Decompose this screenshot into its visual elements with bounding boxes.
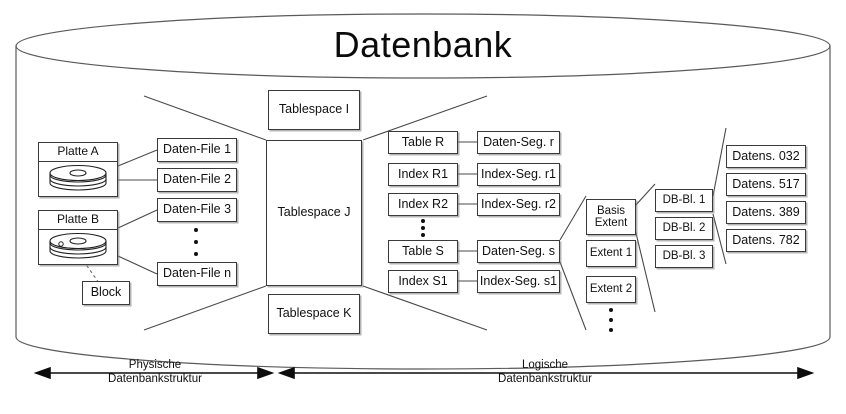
- disk-block[interactable]: Block: [82, 281, 130, 305]
- disk-stack-icon: [49, 164, 107, 191]
- scope-label-physical-line2: Datenbankstruktur: [108, 373, 202, 386]
- scope-label-logical-line2: Datenbankstruktur: [498, 373, 592, 386]
- db-block-2-label: DB-Bl. 2: [662, 222, 706, 235]
- disk-platte-b[interactable]: Platte B: [38, 210, 118, 265]
- extent-2-label: Extent 2: [589, 283, 633, 296]
- segment-index-r2-label: Index-Seg. r2: [480, 196, 557, 211]
- record-782[interactable]: Datens. 782: [726, 229, 806, 252]
- record-032[interactable]: Datens. 032: [726, 145, 806, 168]
- disk-block-label: Block: [90, 285, 122, 300]
- record-389[interactable]: Datens. 389: [726, 201, 806, 224]
- data-file-2-label: Daten-File 2: [162, 172, 232, 187]
- tablespace-k[interactable]: Tablespace K: [268, 294, 360, 334]
- record-517-label: Datens. 517: [732, 176, 800, 191]
- object-table-r-label: Table R: [401, 134, 445, 149]
- object-index-r2[interactable]: Index R2: [388, 193, 458, 216]
- object-table-s-label: Table S: [402, 243, 444, 258]
- scope-label-logical: Logische Datenbankstruktur: [460, 358, 630, 387]
- segment-daten-r-label: Daten-Seg. r: [483, 134, 554, 149]
- object-table-r[interactable]: Table R: [388, 131, 458, 154]
- tablespace-i[interactable]: Tablespace I: [268, 90, 360, 130]
- connector-extent-to-dbblocks: [634, 183, 656, 313]
- disk-platte-b-glyph: [39, 230, 117, 264]
- record-517[interactable]: Datens. 517: [726, 173, 806, 196]
- data-file-n[interactable]: Daten-File n: [157, 262, 237, 286]
- extent-1[interactable]: Extent 1: [586, 240, 636, 267]
- extent-basis-label-line1: Basis: [596, 204, 626, 217]
- arrow-physical-right-head: [257, 366, 275, 380]
- scope-label-logical-line1: Logische: [521, 359, 569, 371]
- tablespace-j-label: Tablespace J: [277, 205, 351, 220]
- disk-stack-icon: [49, 232, 107, 259]
- db-block-2[interactable]: DB-Bl. 2: [655, 217, 713, 240]
- extent-ellipsis: [608, 308, 614, 332]
- extent-basis[interactable]: Basis Extent: [586, 199, 636, 235]
- record-782-label: Datens. 782: [732, 232, 800, 247]
- data-file-1-label: Daten-File 1: [162, 142, 232, 157]
- object-index-s1[interactable]: Index S1: [388, 270, 458, 293]
- object-index-r1-label: Index R1: [397, 166, 449, 181]
- db-block-1-label: DB-Bl. 1: [662, 194, 706, 207]
- data-file-2[interactable]: Daten-File 2: [157, 168, 237, 192]
- arrow-physical-left-head: [33, 366, 51, 380]
- tablespace-k-label: Tablespace K: [276, 306, 352, 321]
- extent-basis-label-line2: Extent: [594, 217, 628, 229]
- tablespace-i-label: Tablespace I: [278, 102, 350, 117]
- object-ellipsis: [420, 219, 426, 237]
- scope-label-physical: Physische Datenbankstruktur: [70, 358, 240, 387]
- connector-dbblock-to-records: [712, 127, 727, 265]
- arrow-logical-left-head: [277, 366, 295, 380]
- segment-index-s1[interactable]: Index-Seg. s1: [477, 270, 560, 293]
- segment-index-r2[interactable]: Index-Seg. r2: [477, 193, 560, 216]
- object-index-s1-label: Index S1: [398, 273, 448, 288]
- segment-daten-s[interactable]: Daten-Seg. s: [477, 240, 560, 263]
- segment-daten-r[interactable]: Daten-Seg. r: [477, 131, 560, 154]
- db-block-1[interactable]: DB-Bl. 1: [655, 189, 713, 212]
- extent-1-label: Extent 1: [589, 247, 633, 260]
- object-index-r2-label: Index R2: [397, 196, 449, 211]
- arrow-logical-right-head: [797, 366, 815, 380]
- data-file-ellipsis: [193, 228, 199, 256]
- scope-label-physical-line1: Physische: [128, 359, 182, 371]
- db-block-3[interactable]: DB-Bl. 3: [655, 245, 713, 268]
- disk-platte-a-glyph: [39, 162, 117, 196]
- disk-platte-b-label: Platte B: [39, 211, 117, 230]
- object-table-s[interactable]: Table S: [388, 240, 458, 263]
- connector-segment-to-extents: [559, 195, 587, 331]
- segment-index-r1[interactable]: Index-Seg. r1: [477, 163, 560, 186]
- segment-index-r1-label: Index-Seg. r1: [480, 166, 557, 181]
- segment-index-s1-label: Index-Seg. s1: [479, 273, 558, 288]
- data-file-1[interactable]: Daten-File 1: [157, 138, 237, 162]
- db-block-3-label: DB-Bl. 3: [662, 250, 706, 263]
- record-032-label: Datens. 032: [732, 148, 800, 163]
- data-file-3[interactable]: Daten-File 3: [157, 198, 237, 222]
- segment-daten-s-label: Daten-Seg. s: [482, 243, 555, 258]
- extent-2[interactable]: Extent 2: [586, 276, 636, 303]
- disk-platte-a[interactable]: Platte A: [38, 142, 118, 197]
- record-389-label: Datens. 389: [732, 204, 800, 219]
- data-file-3-label: Daten-File 3: [162, 202, 232, 217]
- connector-disk-to-datafiles: [117, 149, 158, 275]
- disk-platte-a-label: Platte A: [39, 143, 117, 162]
- object-index-r1[interactable]: Index R1: [388, 163, 458, 186]
- diagram-title: Datenbank: [333, 24, 513, 65]
- connector-object-to-segment: [458, 141, 477, 282]
- data-file-n-label: Daten-File n: [162, 266, 232, 281]
- tablespace-j[interactable]: Tablespace J: [266, 140, 362, 286]
